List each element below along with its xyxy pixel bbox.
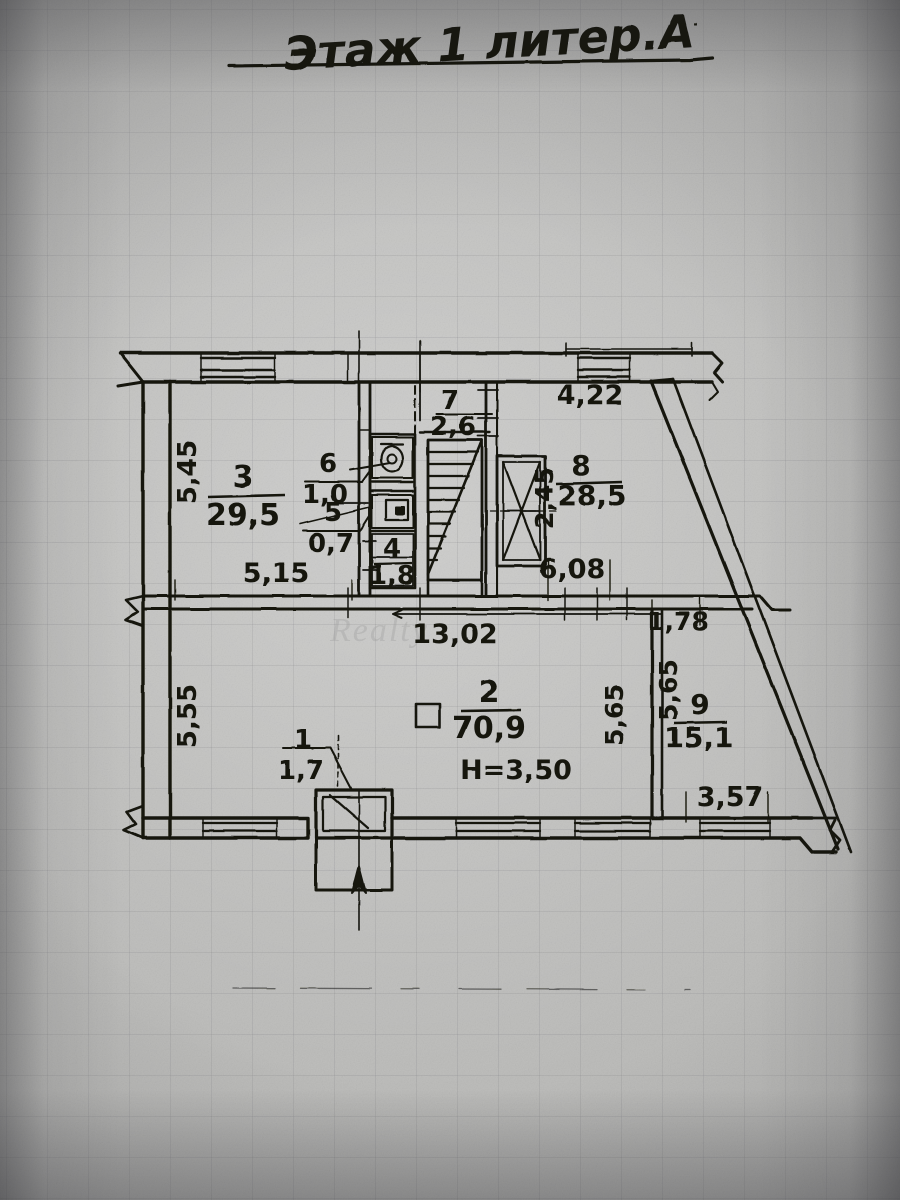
shaft-void-marker: [495, 454, 547, 568]
svg-text:9: 9: [690, 688, 709, 721]
svg-text:5: 5: [324, 498, 342, 528]
room-label-1: 1 1,7: [278, 725, 324, 786]
dim-6-08: 6,08: [539, 554, 606, 585]
dimension-lines: [174, 342, 769, 823]
room-label-9: 9 15,1: [664, 688, 733, 754]
room-label-6: 6 1,0: [302, 449, 348, 510]
room-label-3: 3 29,5: [206, 460, 286, 533]
dim-1-78: 1,78: [647, 607, 709, 636]
svg-text:2,6: 2,6: [430, 412, 476, 442]
room-label-5: 5 0,7: [308, 498, 354, 559]
svg-text:3: 3: [233, 460, 254, 495]
interior-wall-mid-horizontal: [141, 587, 792, 621]
dim-5-55: 5,55: [173, 684, 203, 748]
svg-text:1: 1: [294, 725, 312, 755]
dim-5-65-right: 5,65: [654, 659, 683, 721]
staircase: [418, 380, 499, 598]
entrance-vestibule: [282, 735, 394, 931]
dim-5-15: 5,15: [243, 558, 310, 589]
room-label-2: 2 70,9: [452, 675, 526, 746]
room-label-8: 8 28,5: [555, 449, 627, 512]
exterior-wall-diagonal-right: [649, 377, 853, 854]
svg-text:29,5: 29,5: [206, 498, 280, 533]
column-symbol-room2: [414, 702, 442, 729]
title-underline: [227, 56, 714, 68]
small-rooms-cluster: [362, 432, 417, 590]
interior-wall-stair-left: [414, 381, 421, 435]
dim-5-45: 5,45: [173, 440, 203, 504]
dim-4-22: 4,22: [557, 380, 624, 411]
svg-text:6: 6: [319, 449, 337, 479]
interior-wall-room9-left: [650, 607, 664, 820]
svg-text:4: 4: [383, 534, 401, 564]
svg-text:7: 7: [441, 386, 459, 416]
dim-13-02: 13,02: [412, 619, 497, 650]
exterior-wall-top: [116, 330, 724, 393]
svg-text:1,8: 1,8: [369, 561, 415, 591]
exterior-wall-bottom: [141, 816, 842, 854]
svg-text:70,9: 70,9: [452, 711, 526, 746]
svg-text:15,1: 15,1: [664, 721, 733, 754]
dim-3-57: 3,57: [697, 782, 764, 813]
dim-2-45: 2,45: [530, 467, 559, 529]
title-degree-mark: ˙: [690, 21, 701, 46]
bottom-rule: [232, 987, 691, 991]
svg-text:1,0: 1,0: [302, 480, 348, 510]
svg-text:0,7: 0,7: [308, 529, 354, 559]
room-label-7: 7 2,6: [430, 386, 476, 442]
room-label-4: 4 1,8: [369, 534, 415, 591]
page-title: Этаж 1 литер.А: [283, 4, 696, 81]
svg-text:1,7: 1,7: [278, 756, 324, 786]
dim-5-65-left: 5,65: [600, 684, 629, 746]
ceiling-height-note: H=3,50: [460, 755, 572, 786]
svg-text:8: 8: [571, 449, 590, 482]
svg-text:2: 2: [479, 675, 500, 710]
